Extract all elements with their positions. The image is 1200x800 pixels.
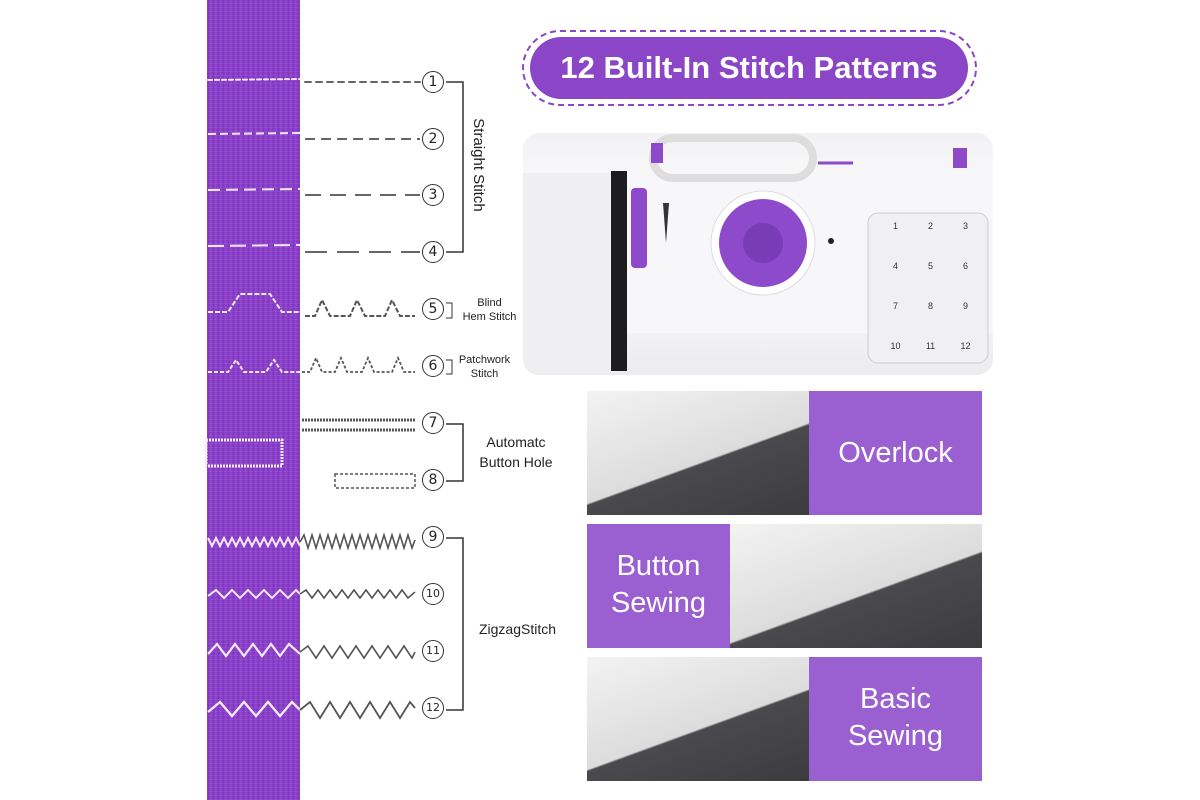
button-sewing-label: Button Sewing — [587, 524, 730, 648]
basic-sewing-panel: Basic Sewing — [587, 657, 982, 781]
stitch-number-12: 12 — [422, 697, 444, 719]
stitch-5-line — [208, 293, 415, 317]
panel-number-12: 12 — [960, 341, 971, 351]
page-title: 12 Built-In Stitch Patterns — [530, 37, 968, 99]
panel-number-6: 6 — [962, 261, 968, 271]
stitch-number-1: 1 — [422, 71, 444, 93]
patchwork-line-2: Stitch — [470, 368, 499, 380]
patchwork-line-1: Patchwork — [458, 354, 511, 366]
overlock-label: Overlock — [809, 391, 982, 515]
patchwork-label: Patchwork Stitch — [452, 353, 517, 381]
panel-number-11: 11 — [925, 341, 936, 351]
blind-hem-label: Blind Hem Stitch — [452, 296, 527, 324]
blind-hem-bracket — [446, 302, 453, 319]
stitch-number-5: 5 — [422, 298, 444, 320]
stitch-number-6: 6 — [422, 355, 444, 377]
overlock-panel: Overlock — [587, 391, 982, 515]
stitch-1-line — [207, 78, 421, 83]
panel-number-10: 10 — [890, 341, 901, 351]
stitch-8-line — [334, 473, 416, 489]
stitch-number-2: 2 — [422, 128, 444, 150]
sewing-machine-image: 1 2 3 4 5 6 7 8 9 10 11 12 — [523, 133, 993, 375]
basic-sewing-line-2: Sewing — [847, 720, 944, 752]
stitch-3-line — [207, 188, 420, 196]
panel-number-5: 5 — [927, 261, 933, 271]
stitch-number-9: 9 — [422, 526, 444, 548]
blind-hem-line-1: Blind — [477, 297, 502, 309]
stitch-number-3: 3 — [422, 184, 444, 206]
panel-number-4: 4 — [892, 261, 898, 271]
stitch-number-11: 11 — [422, 640, 444, 662]
zigzag-label: ZigzagStitch — [478, 621, 557, 637]
basic-sewing-line-1: Basic — [860, 683, 931, 715]
stitch-12-line — [207, 700, 416, 720]
blind-hem-line-2: Hem Stitch — [462, 311, 517, 323]
title-border — [522, 30, 977, 106]
stitch-number-7: 7 — [422, 412, 444, 434]
stitch-number-4: 4 — [422, 241, 444, 263]
sewing-machine-drawing — [523, 134, 993, 373]
stitch-7-line — [302, 418, 415, 432]
zigzag-bracket — [446, 537, 464, 711]
stitch-6-line — [208, 355, 415, 373]
button-hole-line-2: Button Hole — [479, 454, 553, 470]
buttonhole-bracket — [446, 423, 464, 482]
stitch-number-8: 8 — [422, 469, 444, 491]
stitch-9-line — [207, 532, 416, 551]
stitch-selector-panel: 1 2 3 4 5 6 7 8 9 10 11 12 — [878, 221, 983, 351]
stitch-11-line — [207, 642, 416, 660]
button-hole-line-1: Automatc — [486, 434, 546, 450]
button-sewing-line-1: Button — [616, 550, 701, 582]
panel-spacer — [878, 239, 913, 253]
straight-stitch-label: Straight Stitch — [470, 118, 487, 212]
stitch-diagram — [204, 78, 464, 720]
button-sewing-line-2: Sewing — [610, 587, 707, 619]
buttonhole-on-fabric — [204, 438, 284, 468]
panel-number-7: 7 — [892, 301, 898, 311]
basic-sewing-label: Basic Sewing — [809, 657, 982, 781]
patchwork-bracket — [446, 359, 453, 375]
stitch-4-line — [207, 244, 420, 253]
panel-number-1: 1 — [892, 221, 898, 231]
panel-number-9: 9 — [962, 301, 968, 311]
straight-bracket — [446, 81, 464, 253]
overlock-photo — [587, 391, 809, 515]
stitch-number-10: 10 — [422, 583, 444, 605]
basic-sewing-photo — [587, 657, 809, 781]
panel-number-2: 2 — [927, 221, 933, 231]
stitch-2-line — [207, 132, 420, 140]
button-hole-label: Automatc Button Hole — [466, 432, 566, 472]
button-sewing-photo — [730, 524, 982, 648]
panel-number-3: 3 — [962, 221, 968, 231]
panel-number-8: 8 — [927, 301, 933, 311]
button-sewing-panel: Button Sewing — [587, 524, 982, 648]
stitch-10-line — [207, 588, 416, 600]
